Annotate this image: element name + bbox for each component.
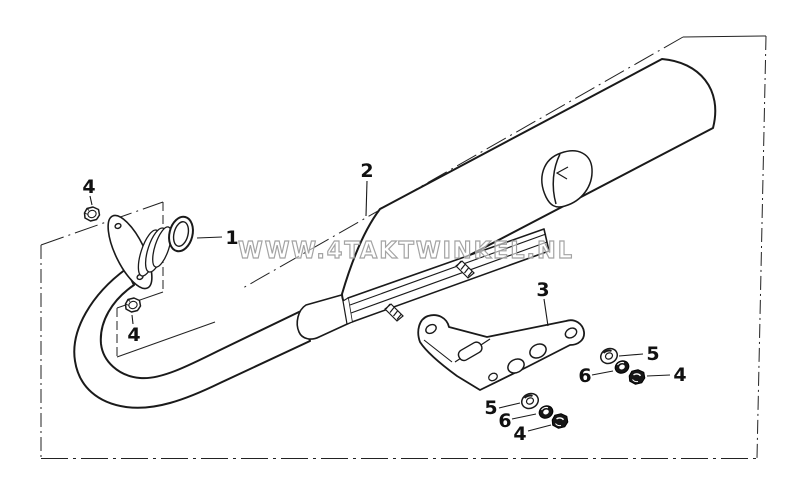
nut-bottom (551, 413, 569, 429)
leader-lines (89, 180, 671, 432)
washer-bottom (518, 389, 542, 413)
pipe-bead (137, 226, 172, 277)
leader-4-upper (89, 195, 93, 206)
spring-washer-bottom (536, 402, 556, 422)
leader-6-bottom (511, 413, 537, 420)
header-pipe-body (73, 268, 311, 409)
callout-4-flange-upper: 4 (82, 176, 95, 198)
bracket-hole (564, 327, 578, 339)
leader-4-lower (131, 314, 134, 325)
flange-box-top (40, 201, 164, 246)
watermark-text: WWW.4TAKTWINKEL.NL (238, 238, 574, 264)
leader-5-right (618, 353, 644, 357)
border-top-diagonal (242, 36, 684, 289)
leader-6-right (591, 370, 614, 376)
leader-1 (196, 236, 223, 239)
rail-lip-line (349, 233, 547, 306)
flange-nut-lower (124, 297, 142, 313)
callout-5-right: 5 (646, 343, 659, 365)
bracket-crease-2 (423, 339, 453, 363)
bracket-outline (417, 314, 585, 391)
border-top-right (682, 35, 767, 38)
border-lines (40, 35, 767, 459)
flange-nut-upper (83, 206, 101, 222)
leader-4-right (646, 374, 671, 377)
bracket-hole (425, 323, 437, 335)
rail-channel-line (350, 241, 548, 314)
leader-3 (543, 298, 549, 327)
muffler-inlet-sleeve (296, 293, 357, 340)
stud-icon (455, 260, 475, 279)
bracket-hole (507, 358, 525, 374)
bracket-hole (529, 343, 547, 359)
nut-box-bottom (116, 321, 216, 358)
bracket-boss (457, 341, 483, 362)
nut-right (628, 369, 646, 385)
muffler-cutout (541, 150, 593, 208)
callout-6-right: 6 (578, 365, 591, 387)
callout-4-bottom: 4 (513, 423, 526, 445)
callout-3-bracket: 3 (536, 279, 549, 301)
muffler-body (341, 58, 717, 318)
callout-5-bottom: 5 (484, 397, 497, 419)
callout-1-gasket: 1 (225, 227, 238, 249)
callout-2-muffler: 2 (360, 160, 373, 182)
callout-6-bottom: 6 (498, 410, 511, 432)
muffler (341, 58, 717, 318)
callout-4-right: 4 (673, 364, 686, 386)
exhaust-flange (107, 214, 172, 290)
bracket-hole (488, 372, 498, 382)
exhaust-gasket (168, 215, 194, 253)
border-right (756, 35, 767, 459)
stud-icon (384, 303, 404, 322)
rail-end-cap (342, 297, 353, 325)
leader-5-bottom (498, 402, 521, 409)
flange-hole-top (114, 222, 122, 230)
callout-4-flange-lower: 4 (127, 324, 140, 346)
callouts: 4 1 2 4 3 5 6 4 5 6 4 (82, 160, 686, 445)
spring-washer-right (612, 357, 632, 377)
leader-2 (365, 180, 368, 217)
header-pipe (73, 268, 311, 409)
mounting-bracket (417, 314, 585, 391)
leader-4-bottom (527, 424, 552, 432)
mounting-rail (342, 228, 550, 325)
